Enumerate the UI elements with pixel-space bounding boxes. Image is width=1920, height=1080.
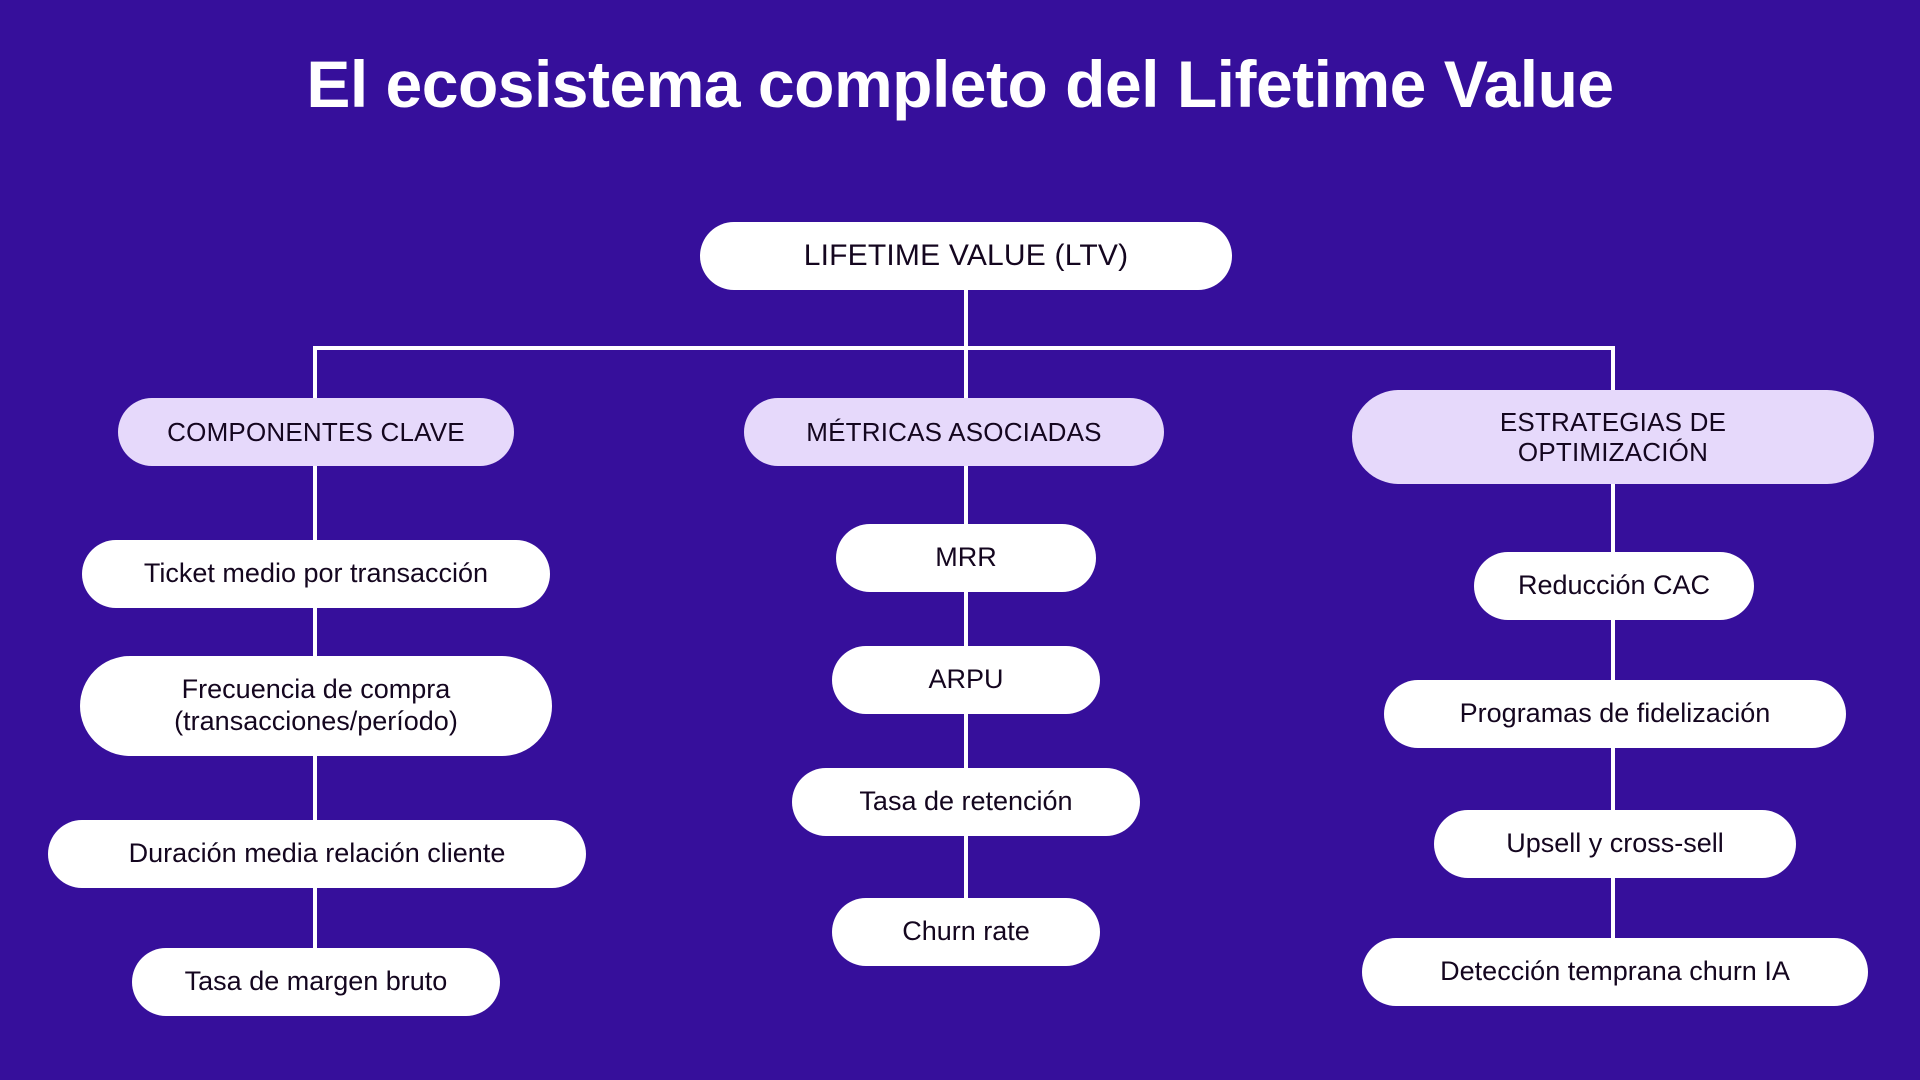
root-node-ltv[interactable]: LIFETIME VALUE (LTV) [700, 222, 1232, 290]
leaf-node-reduccion-cac[interactable]: Reducción CAC [1474, 552, 1754, 620]
leaf-node-tasa-retencion[interactable]: Tasa de retención [792, 768, 1140, 836]
leaf-node-deteccion-churn-ia[interactable]: Detección temprana churn IA [1362, 938, 1868, 1006]
leaf-node-frecuencia-compra[interactable]: Frecuencia de compra (transacciones/perí… [80, 656, 552, 756]
page-title: El ecosistema completo del Lifetime Valu… [306, 47, 1614, 121]
leaf-node-mrr[interactable]: MRR [836, 524, 1096, 592]
leaf-node-arpu[interactable]: ARPU [832, 646, 1100, 714]
category-node-metricas-asociadas[interactable]: MÉTRICAS ASOCIADAS [744, 398, 1164, 466]
leaf-node-churn-rate[interactable]: Churn rate [832, 898, 1100, 966]
leaf-node-duracion-media[interactable]: Duración media relación cliente [48, 820, 586, 888]
leaf-node-tasa-margen-bruto[interactable]: Tasa de margen bruto [132, 948, 500, 1016]
leaf-node-programas-fidelizacion[interactable]: Programas de fidelización [1384, 680, 1846, 748]
category-node-estrategias-optimizacion[interactable]: ESTRATEGIAS DE OPTIMIZACIÓN [1352, 390, 1874, 484]
leaf-node-ticket-medio[interactable]: Ticket medio por transacción [82, 540, 550, 608]
category-node-componentes-clave[interactable]: COMPONENTES CLAVE [118, 398, 514, 466]
leaf-node-upsell-cross-sell[interactable]: Upsell y cross-sell [1434, 810, 1796, 878]
